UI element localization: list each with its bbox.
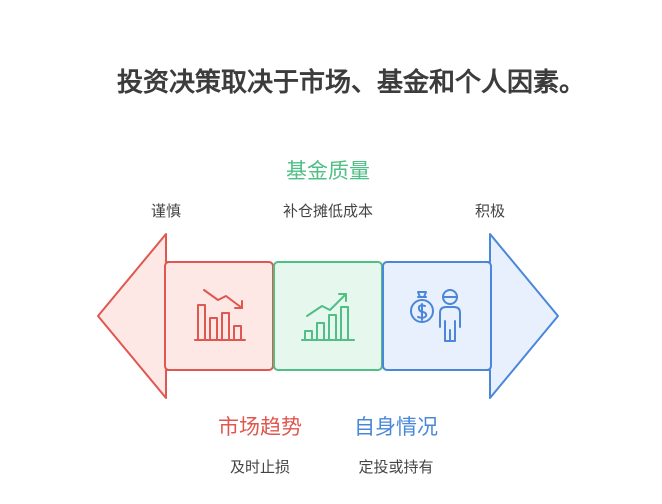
fund-quality-note: 补仓摊低成本 (282, 202, 374, 220)
right-arrow-head (483, 233, 559, 399)
personal-heading: 自身情况 (354, 415, 438, 439)
page-title: 投资决策取决于市场、基金和个人因素。 (116, 68, 585, 98)
personal-note: 定投或持有 (358, 458, 434, 476)
market-trend-heading: 市场趋势 (218, 415, 302, 439)
left-end-note: 谨慎 (150, 202, 182, 220)
personal-segment (382, 261, 492, 371)
fund-quality-heading: 基金质量 (286, 159, 370, 183)
left-arrow-head (97, 233, 173, 399)
market-trend-note: 及时止损 (229, 458, 291, 476)
market-segment (164, 261, 274, 371)
money-person-icon (410, 289, 461, 342)
declining-chart-icon (194, 289, 246, 341)
rising-chart-icon (301, 293, 355, 341)
right-end-note: 积极 (474, 202, 506, 220)
